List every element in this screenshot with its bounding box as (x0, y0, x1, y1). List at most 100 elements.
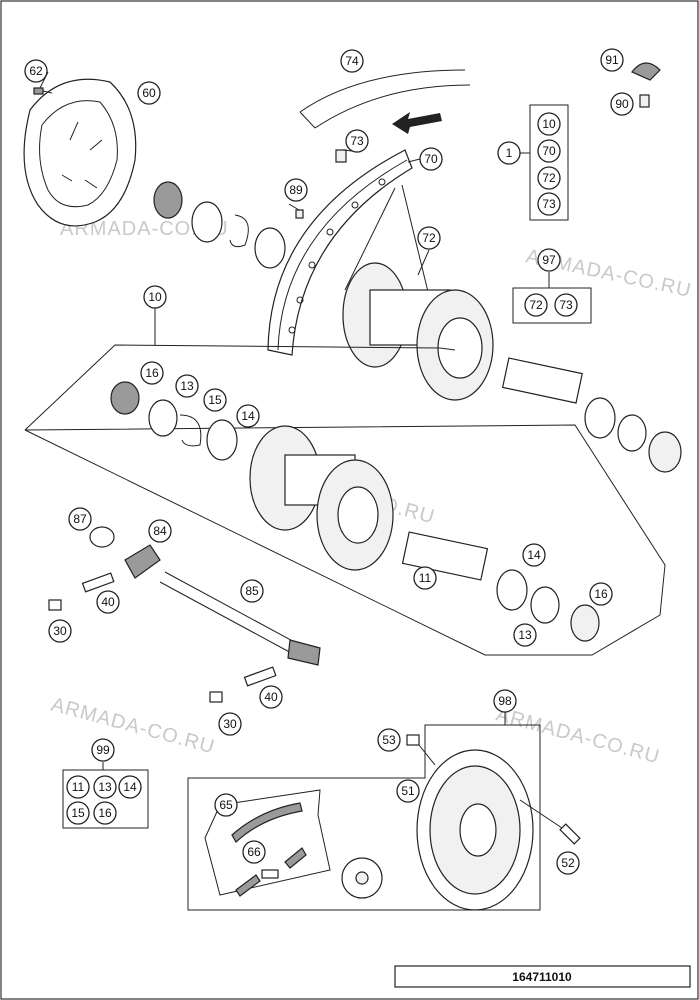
callout-66[interactable]: 66 (242, 840, 266, 864)
svg-text:10: 10 (148, 290, 162, 304)
callout-30-upper[interactable]: 30 (48, 619, 72, 643)
callout-51[interactable]: 51 (396, 779, 420, 803)
callout-13-lower[interactable]: 13 (513, 623, 537, 647)
kit97-72[interactable]: 72 (524, 293, 548, 317)
hub-kit-outline (24, 344, 666, 656)
callout-16-lower[interactable]: 16 (589, 582, 613, 606)
kit99-13[interactable]: 13 (93, 775, 117, 799)
screw-62 (33, 87, 53, 95)
kit99-16[interactable]: 16 (93, 801, 117, 825)
svg-text:99: 99 (96, 743, 110, 757)
callout-40-upper[interactable]: 40 (96, 590, 120, 614)
nut-53 (406, 734, 436, 766)
svg-text:85: 85 (245, 584, 259, 598)
document-number: 164711010 (512, 970, 572, 984)
svg-text:65: 65 (219, 798, 233, 812)
kit97-box (512, 287, 592, 324)
callout-53[interactable]: 53 (377, 728, 401, 752)
watermark-5: ARMADA-CO.RU (494, 704, 663, 769)
callout-90[interactable]: 90 (610, 92, 634, 116)
leader-lines (39, 71, 430, 276)
brake-disc (23, 78, 137, 227)
callout-73[interactable]: 73 (345, 129, 369, 153)
svg-text:70: 70 (424, 152, 438, 166)
callout-16-upper[interactable]: 16 (140, 361, 164, 385)
kit1-10[interactable]: 10 (537, 112, 561, 136)
front-sprocket (341, 857, 383, 899)
svg-text:16: 16 (594, 587, 608, 601)
callout-1[interactable]: 1 (497, 141, 521, 165)
kit1-70[interactable]: 70 (537, 139, 561, 163)
document-number-box (394, 965, 691, 988)
callout-65[interactable]: 65 (214, 793, 238, 817)
svg-text:66: 66 (247, 845, 261, 859)
svg-text:72: 72 (422, 231, 436, 245)
svg-text:72: 72 (529, 298, 543, 312)
axle-parts (48, 526, 321, 703)
svg-text:73: 73 (559, 298, 573, 312)
rim (267, 149, 431, 356)
svg-text:30: 30 (53, 624, 67, 638)
callout-87[interactable]: 87 (68, 507, 92, 531)
callout-70[interactable]: 70 (419, 147, 443, 171)
callout-52[interactable]: 52 (556, 851, 580, 875)
callout-60[interactable]: 60 (137, 81, 161, 105)
callouts: 62 60 74 73 70 89 72 91 90 1 10 70 72 73… (24, 48, 634, 875)
svg-text:72: 72 (542, 171, 556, 185)
svg-text:62: 62 (29, 64, 43, 78)
callout-15[interactable]: 15 (203, 388, 227, 412)
svg-text:16: 16 (145, 366, 159, 380)
svg-text:15: 15 (71, 806, 85, 820)
kit1-73[interactable]: 73 (537, 192, 561, 216)
callout-72[interactable]: 72 (417, 226, 441, 250)
svg-text:87: 87 (73, 512, 87, 526)
callout-97[interactable]: 97 (537, 248, 561, 272)
callout-10[interactable]: 10 (143, 285, 167, 309)
svg-text:14: 14 (123, 780, 137, 794)
callout-13-upper[interactable]: 13 (175, 374, 199, 398)
callout-62[interactable]: 62 (24, 59, 48, 83)
svg-text:14: 14 (241, 409, 255, 423)
svg-text:60: 60 (142, 86, 156, 100)
svg-text:53: 53 (382, 733, 396, 747)
callout-85[interactable]: 85 (240, 579, 264, 603)
callout-74[interactable]: 74 (340, 49, 364, 73)
svg-text:10: 10 (542, 117, 556, 131)
valve-73 (335, 149, 347, 163)
callout-14-lower[interactable]: 14 (522, 543, 546, 567)
kit97-73[interactable]: 73 (554, 293, 578, 317)
callout-89[interactable]: 89 (284, 178, 308, 202)
callout-99[interactable]: 99 (91, 738, 115, 762)
callout-30-lower[interactable]: 30 (218, 712, 242, 736)
svg-text:70: 70 (542, 144, 556, 158)
svg-text:40: 40 (101, 595, 115, 609)
kit99-14[interactable]: 14 (118, 775, 142, 799)
kit99-15[interactable]: 15 (66, 801, 90, 825)
callout-40-lower[interactable]: 40 (259, 685, 283, 709)
hub-kit-parts (110, 381, 600, 642)
kit99-11[interactable]: 11 (66, 775, 90, 799)
kit1-72[interactable]: 72 (537, 166, 561, 190)
callout-98[interactable]: 98 (493, 689, 517, 713)
svg-text:14: 14 (527, 548, 541, 562)
nipple-89 (295, 209, 304, 219)
svg-text:98: 98 (498, 694, 512, 708)
valve-cap (631, 62, 661, 108)
watermark-1: ARMADA-CO.RU (60, 218, 229, 240)
svg-text:13: 13 (98, 780, 112, 794)
upper-hub (342, 262, 494, 401)
callout-91[interactable]: 91 (600, 48, 624, 72)
callout-84[interactable]: 84 (148, 519, 172, 543)
callout-14-upper[interactable]: 14 (236, 404, 260, 428)
bolt-52 (519, 799, 581, 845)
svg-text:16: 16 (98, 806, 112, 820)
svg-text:90: 90 (615, 97, 629, 111)
callout-11[interactable]: 11 (413, 566, 437, 590)
svg-text:84: 84 (153, 524, 167, 538)
upper-spacer (501, 357, 682, 473)
svg-text:15: 15 (208, 393, 222, 407)
svg-text:52: 52 (561, 856, 575, 870)
svg-text:51: 51 (401, 784, 415, 798)
